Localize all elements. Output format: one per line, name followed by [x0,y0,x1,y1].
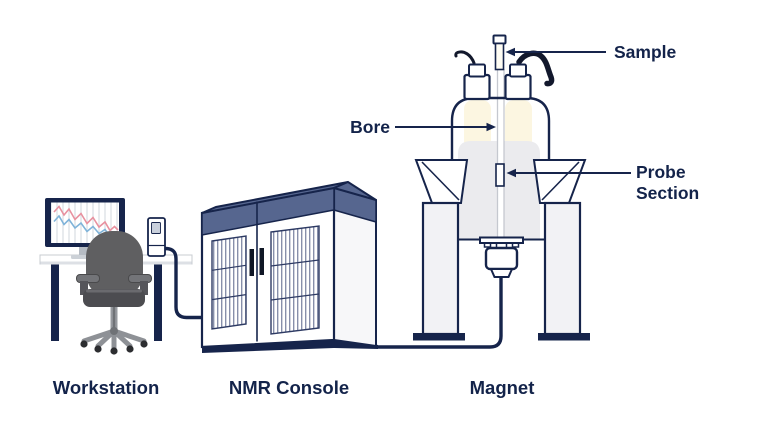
probe-section-label-line2: Section [636,183,699,203]
sample-tube-body [494,42,505,71]
callout-probe-section: Probe Section [506,162,699,203]
bore-arrowhead [486,122,496,132]
funnel-brace-right [541,161,580,201]
probe-section-marker [495,163,505,187]
chair-gaslift-shade [112,307,116,330]
chair-seat-highlight [86,289,142,293]
console-handle-right [259,248,264,275]
tower-drive-panel [151,222,161,234]
workstation-illustration [39,198,205,355]
magnet-illustration [377,34,590,349]
chair-armpost-right [140,281,148,295]
desktop-tower [147,217,166,257]
desk-leg-right [154,263,162,341]
probe-section-label-line1: Probe [636,162,686,182]
port-cable-left [454,50,476,65]
nmr-console-cabinet [200,180,378,353]
leg-foot-right [538,333,590,341]
port-body-right [504,73,532,101]
console-vent-right [270,225,320,335]
chair-casters [80,340,148,355]
sample-tube-cap [492,34,507,45]
magnet-leg-right [532,159,590,341]
probe-arrowhead [506,168,516,178]
funnel-brace-left [421,161,460,201]
port-cable-right [516,50,555,87]
cryogen-vessel-right [505,100,532,152]
leg-column-left [421,201,460,336]
console-handle-left [249,249,254,276]
caption-workstation: Workstation [53,377,160,398]
turret-port-right [504,63,532,101]
vent-dividers-right [270,259,320,301]
console-door-left [211,235,247,330]
office-chair [76,231,152,355]
probe-assembly [479,236,524,278]
console-vent-left [211,235,247,330]
probe-base-foot [489,268,514,278]
monitor-stand-neck [79,247,90,255]
monitor [45,198,125,259]
port-cap-left [468,63,486,78]
turret-port-left [463,63,491,101]
probe-base [484,246,519,271]
spectrum-line-pink [53,205,119,232]
leg-foot-left [413,333,465,341]
probe-flange [479,236,524,244]
leg-column-right [543,201,582,336]
callout-bore: Bore [350,117,496,137]
chair-armpost-left [80,281,88,295]
workstation-to-console-cable [164,246,205,320]
magnet-body-outline [450,96,551,240]
chair-base-hub [110,327,118,335]
bore-channel [497,69,504,240]
desk-leg-left [51,263,59,341]
callout-sample: Sample [505,42,677,62]
port-cap-right [509,63,527,78]
magnet-to-console-cable [377,276,503,349]
magnet-leg-left [413,159,469,341]
caption-nmr-console: NMR Console [229,377,349,398]
console-top-corner [331,180,377,201]
port-body-left [463,73,491,101]
chair-back [86,231,143,299]
sample-arrowhead [505,47,515,57]
console-door-right [270,225,320,335]
vent-dividers-left [211,264,247,301]
chair-seat [83,289,145,307]
bore-label: Bore [350,117,390,137]
sample-label: Sample [614,42,677,62]
caption-magnet: Magnet [470,377,535,398]
sample-tube [492,34,507,71]
